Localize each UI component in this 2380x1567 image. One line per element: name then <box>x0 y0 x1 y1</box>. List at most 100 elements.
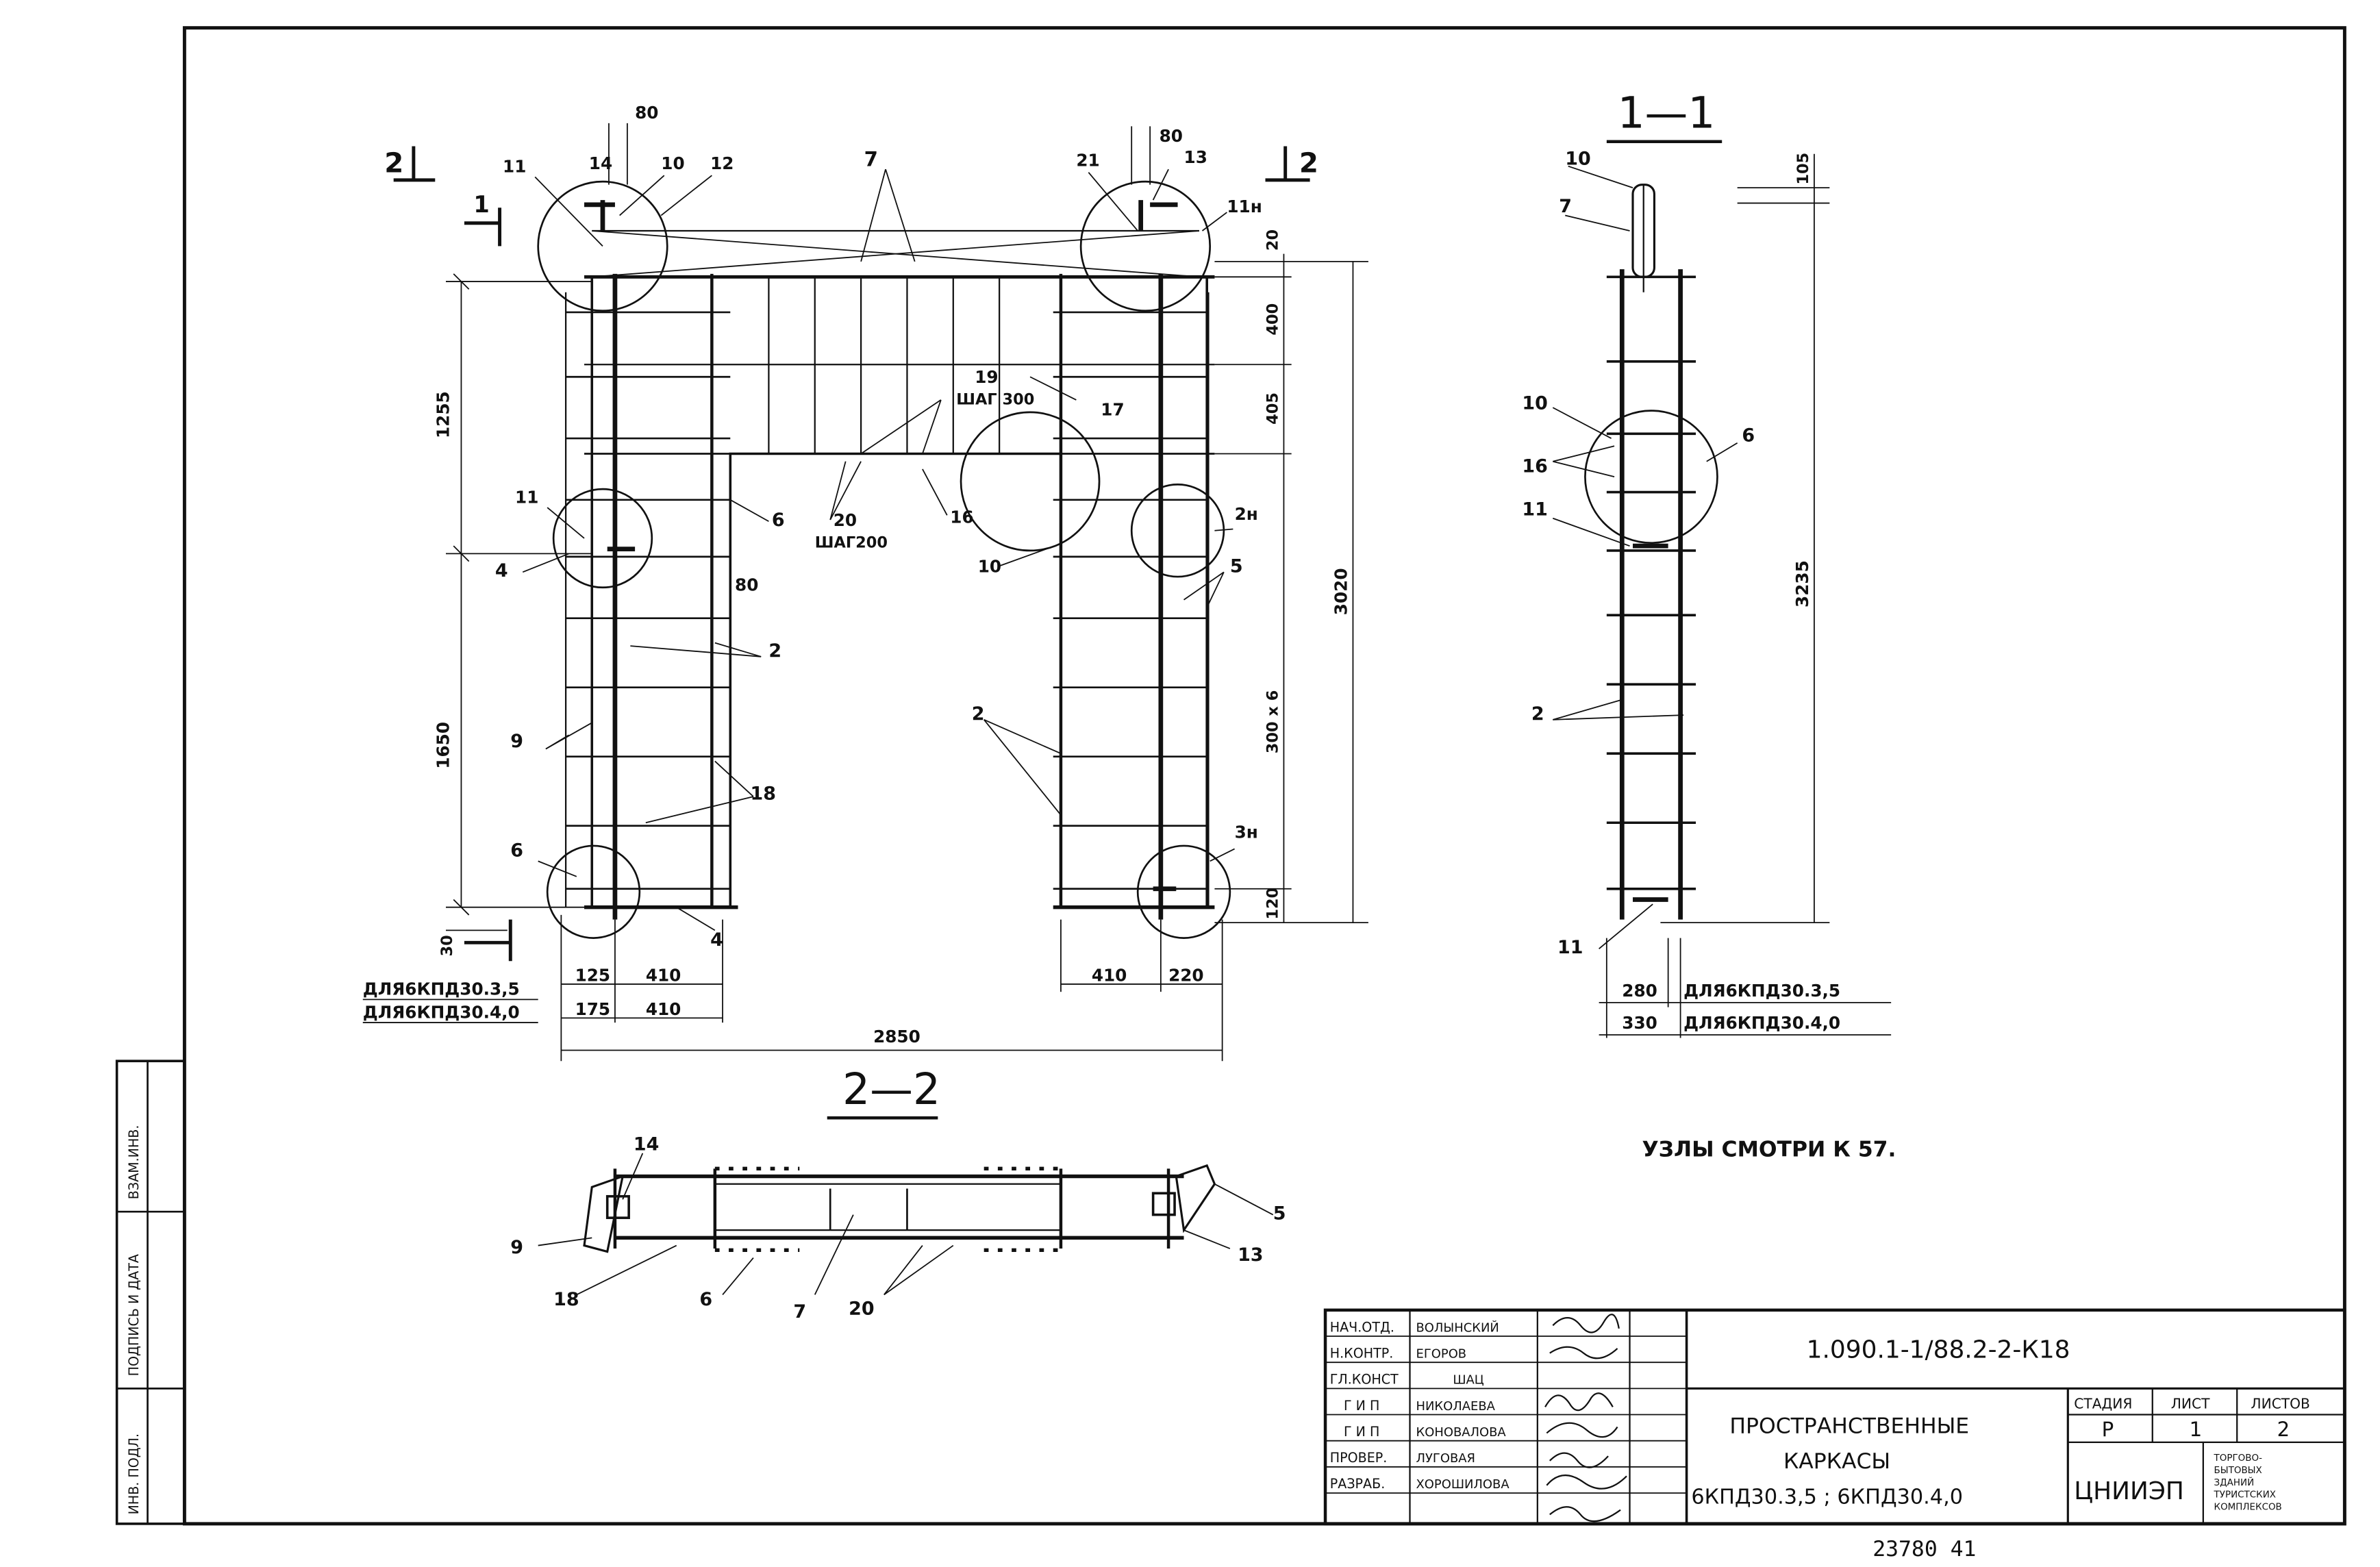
plan-step-200: ШАГ200 <box>815 534 888 551</box>
plan-callout-20: 20 <box>834 510 857 530</box>
tb-name-0: ВОЛЫНСКИЙ <box>1416 1320 1499 1335</box>
plan-dim-3020: 3020 <box>1331 568 1351 615</box>
plan-label-for40: ДЛЯ6КПД30.4,0 <box>363 1002 520 1022</box>
plan-dim-80-b: 80 <box>1160 126 1183 146</box>
plan-callout-2n: 2н <box>1235 504 1258 524</box>
s11-callout-11: 11 <box>1522 499 1547 520</box>
section-2-2-title: 2—2 <box>842 1064 940 1114</box>
plan-dim-80-c: 80 <box>735 575 758 594</box>
tb-stage-label: СТАДИЯ <box>2074 1396 2132 1412</box>
plan-dim-1650: 1650 <box>433 722 453 769</box>
plan-callout-11: 11 <box>503 157 526 177</box>
section-1-1-texts: 10 7 10 16 6 11 2 11 105 3235 280 330 ДЛ… <box>1522 148 1840 1033</box>
plan-callout-6-b: 6 <box>510 840 523 862</box>
plan-callout-21: 21 <box>1076 151 1099 171</box>
s11-dim-105: 105 <box>1794 153 1812 185</box>
tb-role-4: Г И П <box>1344 1425 1379 1440</box>
tb-name-3: НИКОЛАЕВА <box>1416 1399 1495 1414</box>
stamp-sign: ПОДПИСЬ И ДАТА <box>127 1254 142 1376</box>
plan-label-for35: ДЛЯ6КПД30.3,5 <box>363 979 520 999</box>
tb-sheet-label: ЛИСТ <box>2171 1396 2210 1412</box>
tb-sheets-label: ЛИСТОВ <box>2251 1396 2309 1412</box>
s22-callout-7: 7 <box>793 1301 806 1322</box>
tb-name-6: ХОРОШИЛОВА <box>1416 1477 1510 1492</box>
tb-title-line-3: 6КПД30.3,5 ; 6КПД30.4,0 <box>1691 1485 1963 1509</box>
plan-dim-410-c: 410 <box>1092 965 1127 985</box>
s22-callout-14: 14 <box>634 1133 659 1155</box>
tb-role-3: Г И П <box>1344 1399 1379 1414</box>
tb-org: ЦНИИЭП <box>2074 1477 2184 1505</box>
s22-callout-9: 9 <box>510 1237 523 1258</box>
plan-dim-1255: 1255 <box>433 391 453 438</box>
plan-dim-220: 220 <box>1168 965 1204 985</box>
plan-callout-12: 12 <box>710 153 734 173</box>
plan-step-300: ШАГ 300 <box>956 391 1034 409</box>
s11-dim-330: 330 <box>1622 1013 1657 1033</box>
plan-dim-30: 30 <box>438 935 456 956</box>
tb-name-5: ЛУГОВАЯ <box>1416 1451 1475 1466</box>
s11-callout-10: 10 <box>1565 148 1590 169</box>
tb-name-4: КОНОВАЛОВА <box>1416 1425 1506 1440</box>
plan-callout-2-a: 2 <box>768 640 781 662</box>
tb-stage: Р <box>2102 1418 2114 1441</box>
plan-outline <box>590 275 1208 909</box>
plan-callout-7: 7 <box>864 148 878 171</box>
s22-callout-13: 13 <box>1238 1244 1263 1266</box>
plan-callout-16: 16 <box>950 507 973 527</box>
plan-callout-18: 18 <box>750 784 775 805</box>
s22-callout-6: 6 <box>699 1289 712 1310</box>
plan-callout-17: 17 <box>1101 399 1124 419</box>
title-block-texts: НАЧ.ОТД. Н.КОНТР. ГЛ.КОНСТ Г И П Г И П П… <box>1330 1320 2310 1512</box>
plan-dim-2850: 2850 <box>873 1027 920 1046</box>
plan-callout-9: 9 <box>510 731 523 752</box>
plan-dim-400: 400 <box>1264 303 1281 336</box>
plan-callout-6-a: 6 <box>772 510 785 531</box>
s11-callout-7: 7 <box>1559 196 1572 217</box>
plan-callout-13: 13 <box>1184 147 1207 167</box>
tb-role-5: ПРОВЕР. <box>1330 1451 1388 1466</box>
title-block <box>1323 1308 2346 1526</box>
plan-callout-10-b: 10 <box>978 556 1001 576</box>
s11-dim-280: 280 <box>1622 981 1657 1001</box>
plan-cut-2-right: 2 <box>1299 147 1318 179</box>
tb-role-0: НАЧ.ОТД. <box>1330 1320 1394 1335</box>
tb-title-line-2: КАРКАСЫ <box>1783 1449 1890 1474</box>
plan-callout-11n: 11н <box>1227 197 1262 216</box>
plan-callout-4-a: 4 <box>495 560 508 581</box>
section-2-2-texts: 14 9 18 6 7 20 5 13 <box>510 1133 1286 1322</box>
plan-callout-3n: 3н <box>1235 823 1258 842</box>
plan-dim-125: 125 <box>575 965 611 985</box>
tb-sheet: 1 <box>2190 1418 2203 1441</box>
tb-doc-code: 1.090.1-1/88.2-2-К18 <box>1807 1336 2070 1364</box>
plan-dim-410-b: 410 <box>646 999 681 1019</box>
footer-number: 23780 41 <box>1872 1537 1976 1562</box>
s11-label-for40: ДЛЯ6КПД30.4,0 <box>1683 1013 1840 1033</box>
tb-role-2: ГЛ.КОНСТ <box>1330 1372 1399 1388</box>
section-2-2-view <box>538 1153 1274 1296</box>
tb-title-line-1: ПРОСТРАНСТВЕННЫЕ <box>1729 1414 1969 1438</box>
stamp-inv: ИНВ. ПОДЛ. <box>127 1433 142 1515</box>
s22-callout-20: 20 <box>849 1299 874 1320</box>
s11-callout-6: 6 <box>1742 425 1755 447</box>
plan-view <box>362 123 1368 1062</box>
plan-texts: 2 2 1 80 80 80 14 11 10 12 7 21 13 11н 1… <box>363 103 1351 1046</box>
plan-callout-11-b: 11 <box>515 487 538 507</box>
side-stamp: ИНВ. ПОДЛ. ПОДПИСЬ И ДАТА ВЗАМ.ИНВ. <box>115 1060 186 1525</box>
sheet-border <box>182 26 2346 1526</box>
plan-dim-175: 175 <box>575 999 611 1019</box>
plan-dim-120: 120 <box>1264 888 1281 920</box>
section-1-1-title: 1—1 <box>1618 88 1716 138</box>
s22-callout-18: 18 <box>553 1289 579 1310</box>
tb-org-sub-0: ТОРГОВО- <box>2214 1453 2263 1464</box>
plan-dim-20: 20 <box>1264 229 1281 251</box>
plan-cut-2-left: 2 <box>384 147 403 179</box>
tb-role-6: РАЗРАБ. <box>1330 1477 1386 1492</box>
tb-name-2: ШАЦ <box>1453 1373 1483 1388</box>
s11-callout-11-b: 11 <box>1557 937 1583 958</box>
tb-org-sub-2: ЗДАНИЙ <box>2214 1476 2255 1488</box>
s11-callout-2: 2 <box>1531 703 1544 725</box>
tb-org-sub-4: КОМПЛЕКСОВ <box>2214 1503 2282 1513</box>
tb-org-sub-1: БЫТОВЫХ <box>2214 1466 2262 1476</box>
s22-callout-5: 5 <box>1273 1203 1286 1224</box>
tb-name-1: ЕГОРОВ <box>1416 1346 1466 1361</box>
